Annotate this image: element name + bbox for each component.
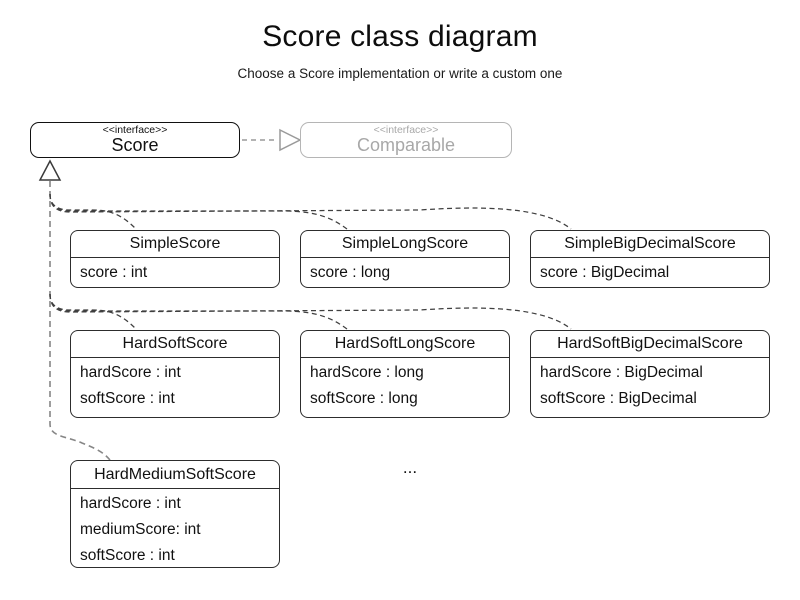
class-name-label: SimpleLongScore <box>301 231 509 258</box>
class-name-label: SimpleBigDecimalScore <box>531 231 769 258</box>
page-subtitle: Choose a Score implementation or write a… <box>237 66 563 81</box>
class-name-label: HardSoftLongScore <box>301 331 509 358</box>
score-stereotype-label: <<interface>> <box>102 124 168 136</box>
class-attribute: softScore : int <box>80 390 175 407</box>
class-attribute: score : BigDecimal <box>540 264 670 281</box>
class-node-simplebigdecimalscore: SimpleBigDecimalScore score : BigDecimal <box>530 230 770 288</box>
class-attribute: softScore : int <box>80 547 175 564</box>
class-name-label: HardSoftScore <box>71 331 279 358</box>
class-node-hardsoftlongscore: HardSoftLongScore hardScore : long softS… <box>300 330 510 418</box>
class-node-hardsoftscore: HardSoftScore hardScore : int softScore … <box>70 330 280 418</box>
more-implementations-ellipsis: ... <box>402 458 418 477</box>
class-name-label: SimpleScore <box>71 231 279 258</box>
class-attribute: hardScore : BigDecimal <box>540 364 703 381</box>
connector-hardmediumsoftscore <box>49 181 111 461</box>
class-node-simplelongscore: SimpleLongScore score : long <box>300 230 510 288</box>
class-attribute: score : int <box>80 264 148 281</box>
comparable-name-label: Comparable <box>356 135 456 155</box>
class-name-label: HardMediumSoftScore <box>71 461 279 489</box>
interface-node-comparable: <<interface>> Comparable <box>300 122 512 158</box>
class-node-hardsoftbigdecimalscore: HardSoftBigDecimalScore hardScore : BigD… <box>530 330 770 418</box>
connector-simplebigdecimalscore <box>49 193 572 230</box>
class-node-hardmediumsoftscore: HardMediumSoftScore hardScore : int medi… <box>70 460 280 568</box>
score-name-label: Score <box>111 135 159 155</box>
class-attribute: hardScore : int <box>80 364 181 381</box>
comparable-stereotype-label: <<interface>> <box>373 124 439 136</box>
page-title: Score class diagram <box>262 20 538 53</box>
class-attribute: softScore : long <box>310 390 418 407</box>
interface-node-score: <<interface>> Score <box>30 122 240 158</box>
class-attribute: mediumScore: int <box>80 521 201 538</box>
class-node-simplescore: SimpleScore score : int <box>70 230 280 288</box>
class-attribute: hardScore : long <box>310 364 424 381</box>
class-attribute: hardScore : int <box>80 495 181 512</box>
inheritance-arrowhead-icon <box>38 159 62 181</box>
class-attribute: softScore : BigDecimal <box>540 390 697 407</box>
connector-hardsoftbigdecimalscore <box>49 293 572 330</box>
comparable-arrowhead-icon <box>279 128 302 152</box>
class-attribute: score : long <box>310 264 391 281</box>
class-name-label: HardSoftBigDecimalScore <box>531 331 769 358</box>
